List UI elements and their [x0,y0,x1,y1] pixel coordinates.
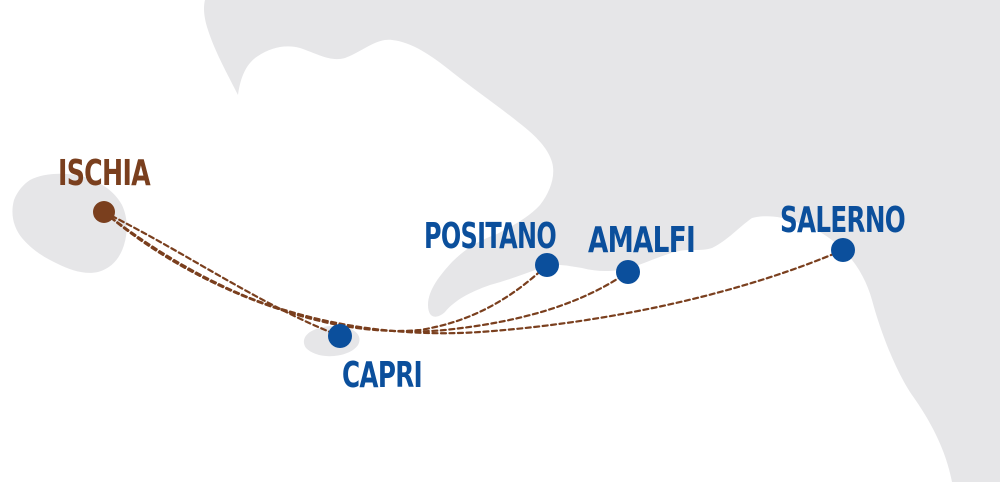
port-label-salerno: SALERNO [780,200,905,241]
mainland [204,0,1000,482]
ferry-routes [102,210,845,338]
port-markers [93,201,855,348]
route-ischia-salerno [102,210,845,335]
port-marker-amalfi [616,260,640,284]
route-ischia-capri [102,210,342,338]
port-marker-capri [328,324,352,348]
port-marker-positano [535,253,559,277]
port-marker-salerno [831,238,855,262]
port-label-positano: POSITANO [424,216,556,257]
port-label-amalfi: AMALFI [588,220,695,261]
port-marker-ischia [93,201,115,223]
ischia-island [12,173,127,273]
port-labels: ISCHIA CAPRI POSITANO AMALFI SALERNO [58,153,906,396]
port-label-ischia: ISCHIA [58,153,151,194]
port-label-capri: CAPRI [342,355,422,396]
